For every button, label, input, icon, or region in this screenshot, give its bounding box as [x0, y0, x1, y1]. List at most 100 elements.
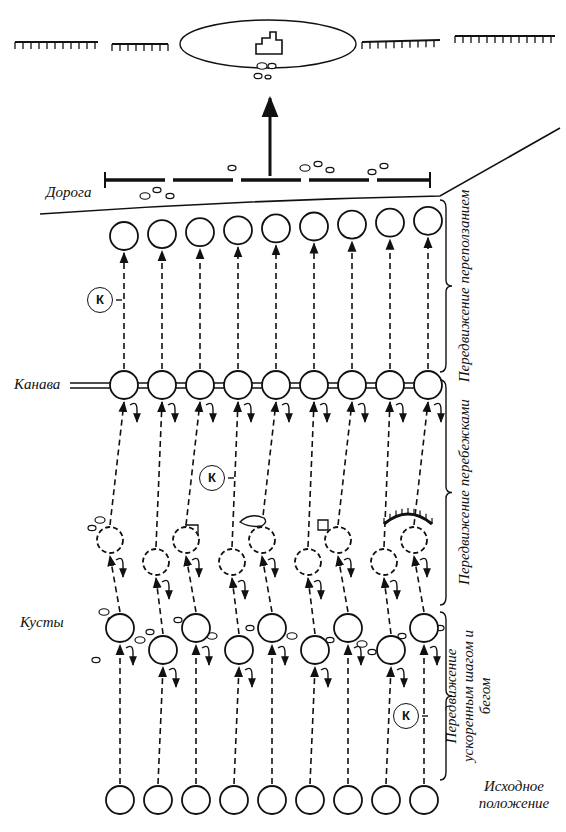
return-arrow: [397, 668, 404, 687]
soldier-circle: [296, 786, 324, 814]
commander-leader: [116, 299, 122, 300]
move-arrow: [384, 402, 390, 547]
trench-tick: [111, 44, 112, 51]
crater-tick: [413, 509, 414, 515]
bush-dot: [88, 525, 96, 530]
stump: [318, 520, 328, 530]
place-label: Канава: [14, 376, 60, 393]
move-arrow: [338, 402, 352, 525]
trench-tick: [454, 36, 455, 43]
trench-tick: [550, 36, 551, 43]
move-arrow: [313, 244, 315, 370]
bush-dot: [254, 73, 262, 78]
trench-tick: [22, 42, 23, 49]
move-arrow: [310, 667, 315, 784]
move-arrow: [308, 402, 314, 547]
return-arrow: [358, 403, 365, 422]
move-arrow: [275, 245, 277, 369]
move-arrow: [158, 667, 163, 784]
return-arrow: [390, 580, 397, 599]
crater-tick: [389, 514, 390, 520]
trench-tick: [151, 44, 152, 51]
trench-tick: [393, 41, 394, 48]
assault-line: [105, 178, 430, 182]
trench-tick: [534, 36, 535, 43]
commander-circle: К: [199, 465, 225, 491]
objective-outline: [180, 20, 356, 68]
trench-tick: [135, 44, 136, 51]
move-arrow: [156, 578, 163, 634]
soldier-circle: [410, 786, 438, 814]
return-arrow: [206, 403, 213, 422]
bush-dot: [314, 161, 322, 166]
place-label: Кусты: [20, 614, 64, 631]
move-arrow: [237, 247, 239, 369]
soldier-circle: [110, 222, 138, 250]
crater-tick: [425, 514, 426, 520]
move-arrow: [110, 556, 120, 612]
building-symbol: [256, 32, 282, 54]
soldier-circle: [338, 371, 366, 399]
commander-circle: К: [393, 703, 419, 729]
soldier-circle: [376, 209, 404, 237]
bush-dot: [92, 657, 100, 662]
soldier-circle: [186, 218, 214, 246]
log: [240, 516, 266, 527]
bush-dot: [368, 649, 376, 654]
move-arrow: [338, 556, 348, 612]
return-arrow: [321, 668, 328, 687]
move-arrow: [161, 251, 163, 369]
return-arrow: [396, 403, 403, 422]
place-label: Дорога: [46, 184, 91, 201]
soldier-circle: [258, 614, 286, 642]
return-arrow: [192, 558, 199, 577]
trench-tick: [478, 36, 479, 43]
bush-dot: [174, 617, 182, 622]
crater-tick: [401, 509, 402, 515]
soldier-circle: [338, 211, 366, 239]
trench-tick: [401, 41, 402, 48]
return-arrow: [238, 580, 245, 599]
return-arrow: [430, 646, 437, 665]
trench-line: [15, 41, 98, 43]
soldier-circle: [262, 371, 290, 399]
commander-mark: К: [402, 709, 410, 723]
return-arrow: [354, 646, 361, 665]
crater-tick: [407, 508, 408, 514]
bush-dot: [228, 165, 236, 170]
commander-mark: К: [208, 471, 216, 485]
soldier-circle: [334, 786, 362, 814]
soldier-circle: [225, 636, 253, 664]
bush-dot: [153, 187, 161, 192]
trench-tick: [62, 42, 63, 49]
move-arrow: [351, 242, 353, 369]
soldier-circle: [258, 786, 286, 814]
trench-tick: [433, 40, 434, 47]
bush-dot: [95, 517, 105, 524]
trench-tick: [409, 41, 410, 48]
trench-tick: [377, 42, 378, 49]
trench-tick: [425, 40, 426, 47]
place-label: Исходное положение: [466, 778, 562, 812]
soldier-circle: [186, 371, 214, 399]
soldier-circle: [376, 371, 404, 399]
soldier-circle: [182, 786, 210, 814]
return-arrow: [202, 646, 209, 665]
trench-tick: [38, 42, 39, 49]
bush-dot: [257, 63, 267, 70]
trench-tick: [369, 42, 370, 49]
soldier-circle: [410, 614, 438, 642]
soldier-circle: [220, 786, 248, 814]
soldier-dashed: [295, 549, 321, 575]
drawing: [15, 20, 560, 814]
stage-label: Передвижение ускоренным шагом и бегом: [443, 612, 494, 780]
trench-tick: [78, 42, 79, 49]
return-arrow: [245, 668, 252, 687]
commander-leader: [422, 715, 428, 716]
soldier-dashed: [325, 527, 351, 553]
trench-tick: [86, 42, 87, 49]
soldier-circle: [301, 636, 329, 664]
return-arrow: [278, 646, 285, 665]
soldier-dashed: [143, 549, 169, 575]
bush-dot: [357, 641, 367, 648]
